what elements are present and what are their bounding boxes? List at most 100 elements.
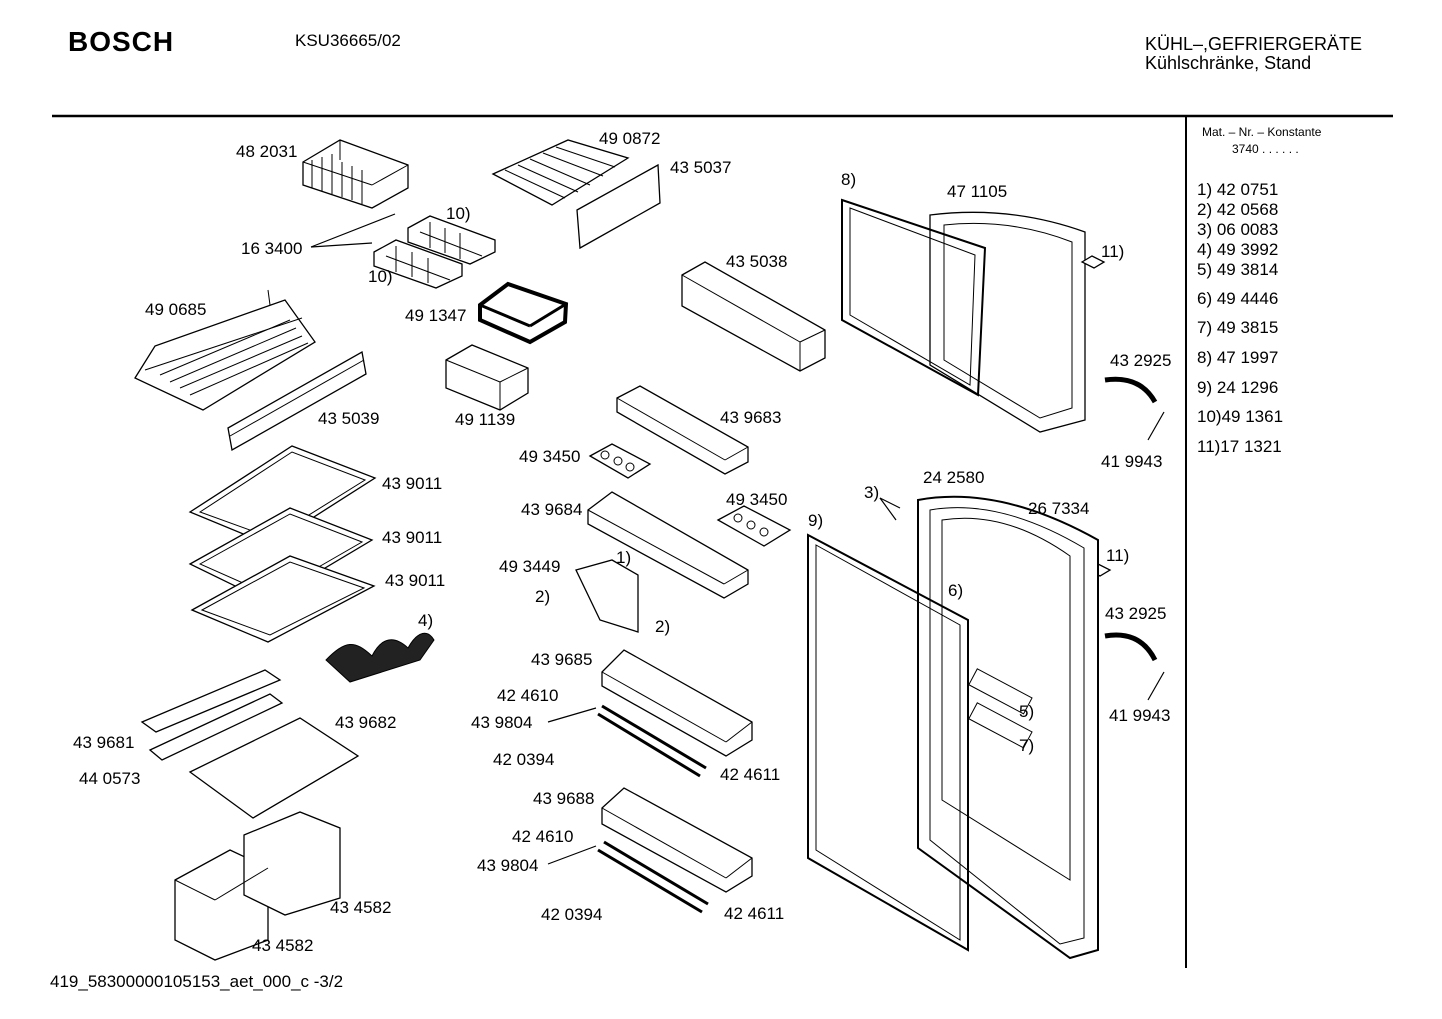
part-door-shelf-butter [588,492,748,598]
part-label: 49 3449 [499,557,561,576]
material-heading: Mat. – Nr. – Konstante [1202,125,1322,139]
part-label: 7) [1019,736,1035,755]
reference-item: 5) 49 3814 [1197,260,1279,279]
part-door-shelf-bottle [598,650,752,776]
part-freezer-drawer [135,290,315,410]
reference-item: 7) 49 3815 [1197,318,1279,337]
part-wire-grid [493,140,628,205]
part-label: 43 4582 [330,898,392,917]
part-label: 1) [616,548,632,567]
part-label: 42 0394 [541,905,603,924]
part-fridge-gasket [808,535,968,950]
part-label: 43 9011 [385,571,446,590]
part-label: 43 9683 [720,408,782,427]
category-title: KÜHL–,GEFRIERGERÄTE [1145,34,1363,54]
reference-item: 10)49 1361 [1197,407,1284,426]
part-label: 43 9685 [531,650,593,669]
part-label: 8) [841,170,857,189]
part-label: 49 3450 [726,490,788,509]
part-label: 42 4610 [497,686,559,705]
part-egg-tray-b [718,506,790,546]
part-flap-cover [576,560,638,632]
part-humidity-strips [142,670,282,760]
part-cover-plate [577,165,660,248]
part-handle-lower [1105,635,1155,660]
document-id: 419_58300000105153_aet_000_c -3/2 [50,972,344,991]
part-label: 48 2031 [236,142,298,161]
part-glass-shelves [190,446,375,642]
part-label: 42 4610 [512,827,574,846]
part-label: 6) [948,581,964,600]
part-label: 43 2925 [1110,351,1172,370]
part-label: 2) [655,617,671,636]
part-label: 43 9681 [73,733,135,752]
part-label: 11) [1106,546,1130,565]
reference-item: 1) 42 0751 [1197,180,1279,199]
part-label: 24 2580 [923,468,985,487]
part-label: 49 0685 [145,300,207,319]
part-label: 5) [1019,702,1035,721]
part-door-shelf-mid [617,386,748,474]
part-hinge-cover-upper [1082,256,1104,268]
part-label: 4) [418,611,434,630]
part-freezer-gasket [842,200,985,395]
part-dark-basket [480,284,566,342]
part-handle-upper [1105,379,1155,402]
part-label: 9) [808,511,824,530]
part-label: 43 9682 [335,713,397,732]
part-label: 43 9688 [533,789,595,808]
part-label: 49 1139 [455,410,516,429]
part-small-box [446,345,528,410]
part-crisper-drawers [175,812,340,960]
part-freezer-door [930,212,1085,432]
part-label: 11) [1101,242,1125,261]
part-label: 10) [368,267,393,286]
part-label: 26 7334 [1028,499,1090,518]
part-label: 49 3450 [519,447,581,466]
part-label: 44 0573 [79,769,141,788]
part-ice-box [303,140,408,208]
reference-item: 8) 47 1997 [1197,348,1279,367]
part-label: 16 3400 [241,239,303,258]
part-label: 2) [535,587,551,606]
part-label: 10) [446,204,471,223]
reference-item: 6) 49 4446 [1197,289,1279,308]
part-label: 42 4611 [720,765,781,784]
part-label: 49 0872 [599,129,661,148]
part-fridge-door [918,497,1098,958]
part-label: 42 0394 [493,750,555,769]
part-label: 3) [864,483,880,502]
category-subtitle: Kühlschränke, Stand [1145,53,1312,73]
part-label: 43 9804 [471,713,533,732]
part-door-shelf-lower [598,788,752,912]
reference-item: 4) 49 3992 [1197,240,1279,259]
material-value: 3740 . . . . . . [1232,142,1299,156]
model-number: KSU36665/02 [295,31,401,50]
part-crisper-cover [190,718,358,818]
part-label: 43 9011 [382,528,443,547]
part-label: 43 2925 [1105,604,1167,623]
part-label: 43 4582 [252,936,314,955]
part-bottle-holder [326,633,434,682]
part-label: 49 1347 [405,306,467,325]
reference-item: 11)17 1321 [1197,437,1282,456]
part-label: 43 9011 [382,474,443,493]
part-label: 43 5037 [670,158,732,177]
part-label: 41 9943 [1101,452,1163,471]
part-egg-tray-a [590,444,650,478]
part-label: 42 4611 [724,904,785,923]
reference-item: 2) 42 0568 [1197,200,1279,219]
reference-item: 9) 24 1296 [1197,378,1279,397]
part-label: 41 9943 [1109,706,1171,725]
brand-logo: BOSCH [68,26,175,57]
part-label: 47 1105 [947,182,1008,201]
part-label: 43 9684 [521,500,583,519]
part-door-shelf-upper [682,262,825,371]
reference-item: 3) 06 0083 [1197,220,1279,239]
part-ice-trays [311,214,495,288]
part-label: 43 5039 [318,409,380,428]
part-label: 43 5038 [726,252,788,271]
part-front-strip [228,352,366,450]
part-label: 43 9804 [477,856,539,875]
